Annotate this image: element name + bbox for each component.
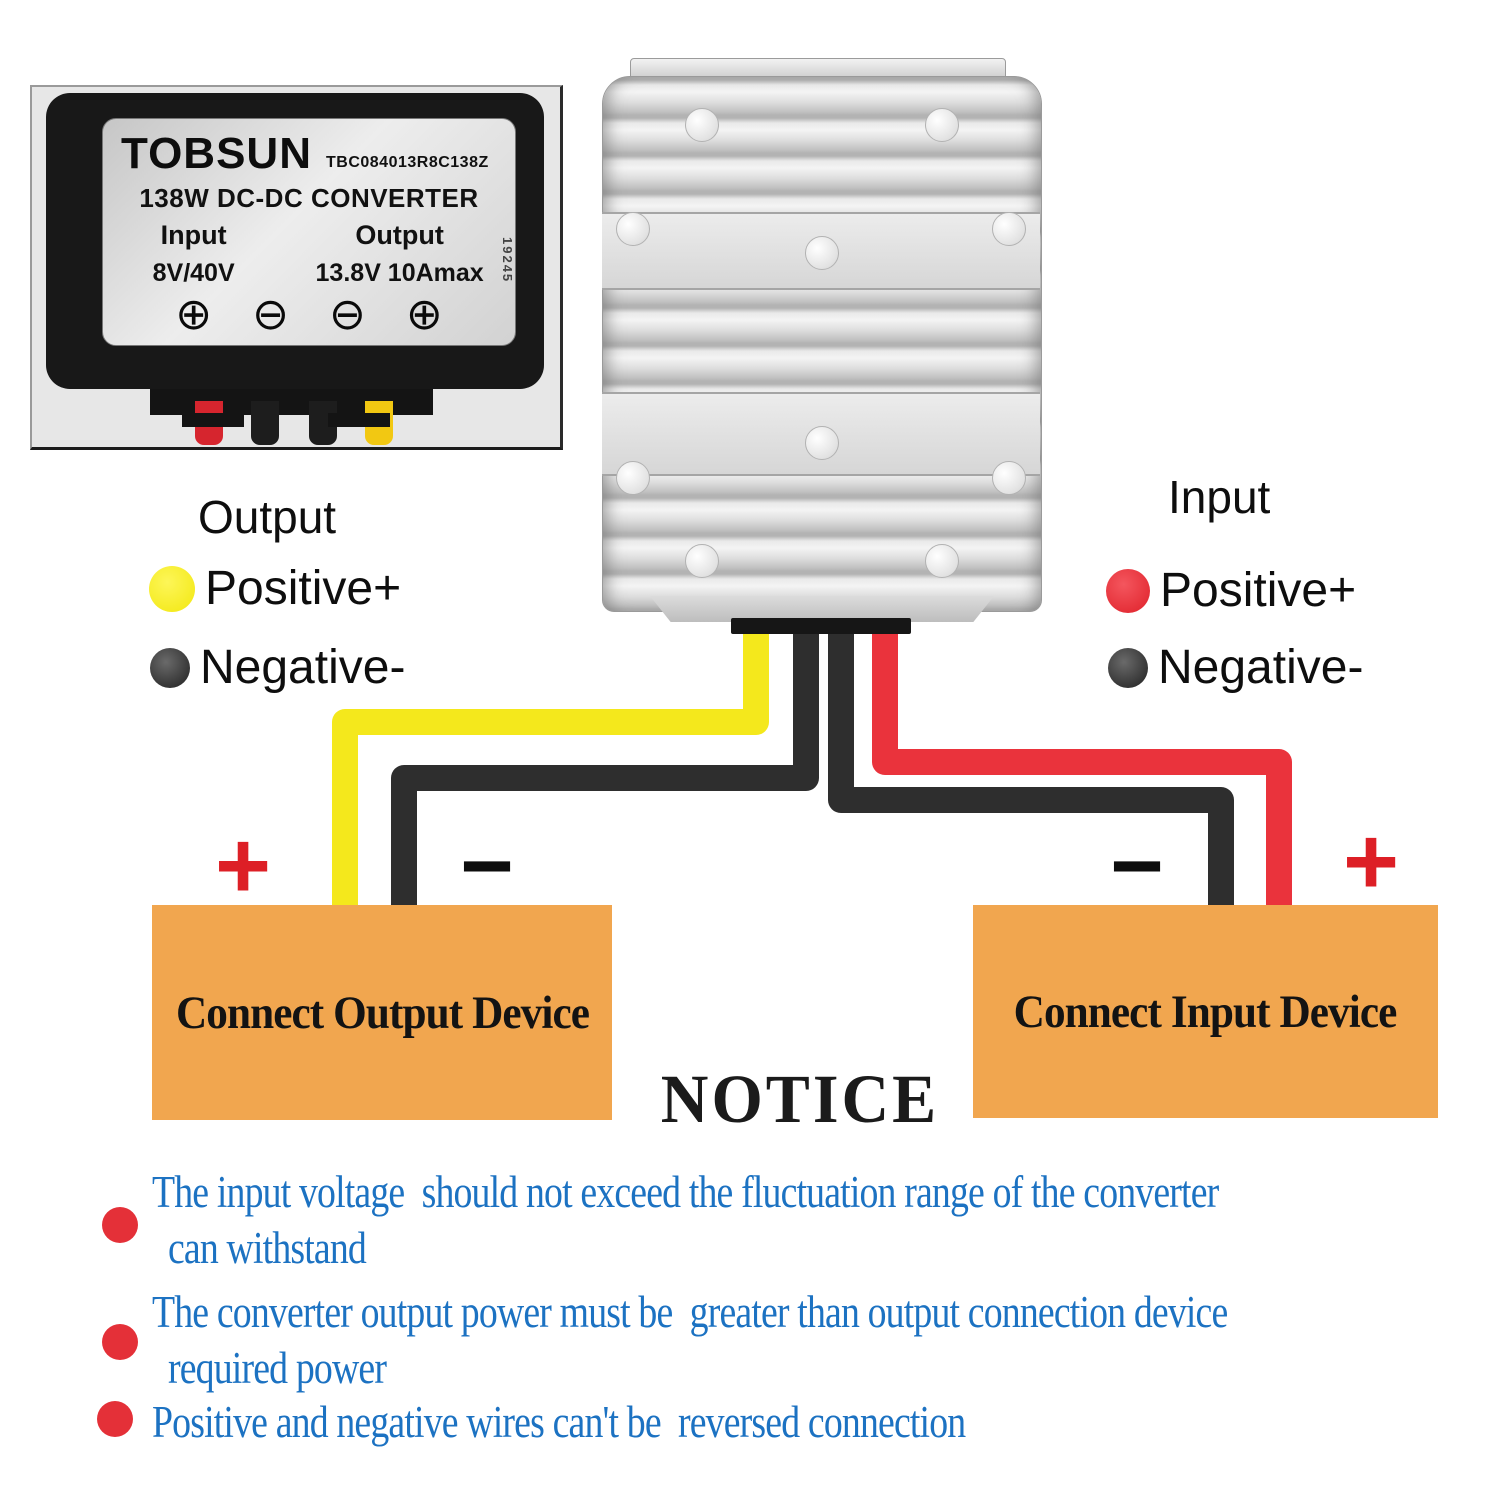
black-dot-icon	[150, 647, 190, 688]
converter-spec-label: TOBSUN TBC084013R8C138Z 138W DC-DC CONVE…	[102, 118, 516, 346]
product-title: 138W DC-DC CONVERTER	[139, 183, 479, 213]
rivet	[925, 544, 959, 578]
converter-heatsink-body	[602, 76, 1042, 612]
brand-row: TOBSUN TBC084013R8C138Z	[103, 129, 515, 179]
output-negative-wire	[391, 624, 819, 915]
model-number: TBC084013R8C138Z	[325, 154, 489, 171]
notice-item-3-line-1: Positive and negative wires can't be rev…	[152, 1397, 966, 1447]
output-positive-wire	[332, 624, 769, 915]
input-device-label: Connect Input Device	[1014, 985, 1398, 1038]
terminal-minus-icon: ⊖	[329, 289, 366, 340]
output-legend-title: Output	[198, 491, 337, 543]
input-positive-wire	[872, 624, 1292, 915]
rivet	[992, 461, 1026, 495]
terminal-plus-icon: ⊕	[175, 289, 213, 340]
rivet	[616, 461, 650, 495]
input-label: Input	[160, 220, 227, 250]
output-device-label: Connect Output Device	[175, 986, 589, 1039]
wire-exit-bar	[731, 618, 911, 634]
output-device-box: Connect Output Device	[152, 905, 612, 1120]
converter-bottom-neck	[650, 596, 994, 622]
notice-item-1-line-2: can withstand	[168, 1223, 367, 1273]
output-minus-sign: −	[460, 815, 514, 917]
rivet	[805, 426, 839, 460]
rivet	[992, 212, 1026, 246]
notice-item-2-line-1: The converter output power must be great…	[152, 1287, 1228, 1337]
input-positive-legend: Positive+	[1106, 563, 1356, 618]
input-negative-label: Negative-	[1158, 641, 1364, 694]
input-negative-legend: Negative-	[1108, 640, 1363, 695]
bullet-dot-icon	[102, 1324, 138, 1360]
output-negative-label: Negative-	[200, 641, 406, 694]
rivet	[685, 544, 719, 578]
bullet-dot-icon	[102, 1207, 138, 1243]
serial-side-code: 19245	[500, 237, 515, 284]
io-spec-row: 8V/40V 13.8V 10Amax	[103, 259, 515, 288]
input-negative-wire	[828, 624, 1234, 915]
black-dot-icon	[1108, 647, 1148, 688]
product-photo-inset: TOBSUN TBC084013R8C138Z 138W DC-DC CONVE…	[30, 85, 563, 450]
output-plus-sign: +	[214, 812, 272, 919]
output-spec: 13.8V 10Amax	[315, 259, 484, 287]
input-plus-sign: +	[1342, 808, 1400, 915]
input-negative-wire-stub	[251, 401, 279, 445]
input-device-box: Connect Input Device	[973, 905, 1438, 1118]
io-label-row: Input Output	[103, 220, 515, 251]
input-spec: 8V/40V	[152, 259, 235, 287]
output-positive-legend: Positive+	[149, 561, 401, 616]
terminal-row: ⊕ ⊖ ⊖ ⊕	[103, 292, 515, 338]
terminal-minus-icon: ⊖	[252, 289, 289, 340]
connector-foot	[182, 413, 244, 427]
brand-name: TOBSUN	[121, 129, 312, 178]
connector-foot	[328, 413, 390, 427]
terminal-plus-icon: ⊕	[405, 289, 443, 340]
rivet	[685, 108, 719, 142]
input-legend-title: Input	[1168, 471, 1271, 523]
input-positive-label: Positive+	[1160, 564, 1357, 617]
output-label: Output	[355, 220, 444, 250]
input-minus-sign: −	[1110, 815, 1164, 917]
converter-front-device: TOBSUN TBC084013R8C138Z 138W DC-DC CONVE…	[46, 93, 544, 389]
notice-item-1-line-1: The input voltage should not exceed the …	[152, 1167, 1219, 1217]
bullet-dot-icon	[97, 1401, 133, 1437]
red-dot-icon	[1106, 568, 1150, 613]
output-positive-label: Positive+	[205, 562, 402, 615]
rivet	[616, 212, 650, 246]
rivet	[805, 236, 839, 270]
yellow-dot-icon	[149, 565, 195, 612]
notice-title: NOTICE	[660, 1061, 940, 1138]
notice-item-2-line-2: required power	[168, 1343, 387, 1393]
output-negative-legend: Negative-	[150, 640, 405, 695]
rivet	[925, 108, 959, 142]
